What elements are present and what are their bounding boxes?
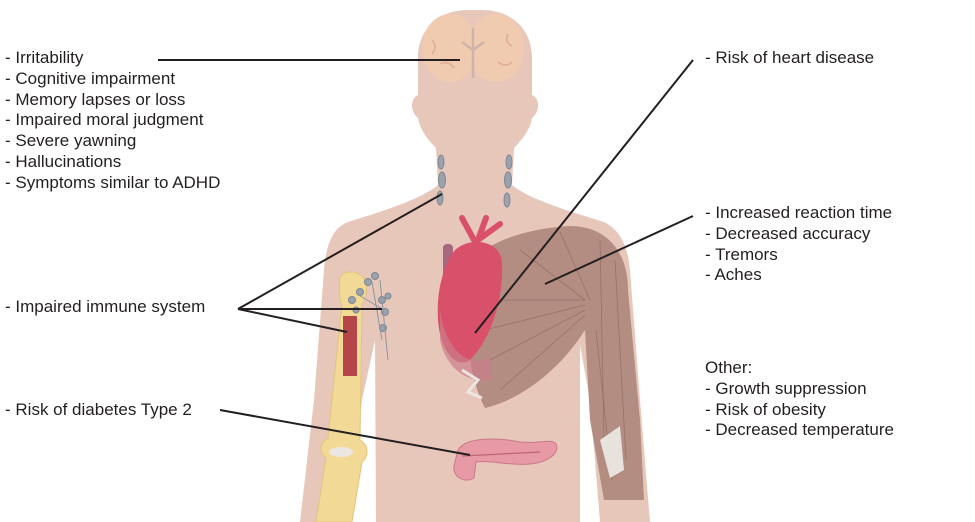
brain-effect-item: - Irritability xyxy=(5,48,84,67)
brain-effect-item: - Cognitive impairment xyxy=(5,68,176,88)
heart-illustration xyxy=(437,215,503,400)
neck-immune-leader-line xyxy=(237,193,443,310)
other-effects-label: Other: - Growth suppression - Risk of ob… xyxy=(705,358,894,441)
other-effect-item: - Decreased temperature xyxy=(705,420,894,440)
diabetes-effect-item: - Risk of diabetes Type 2 xyxy=(5,400,192,419)
heart-effect-item: - Risk of heart disease xyxy=(705,48,875,67)
other-effects-heading: Other: xyxy=(705,358,753,377)
brain-effects-label: - Irritability - Cognitive impairment - … xyxy=(5,48,220,194)
muscle-effect-item: - Increased reaction time xyxy=(705,203,893,222)
muscle-effect-item: - Aches xyxy=(705,265,762,285)
immune-effects-label: - Impaired immune system xyxy=(5,297,205,318)
brain-effect-item: - Impaired moral judgment xyxy=(5,110,204,130)
pancreas-leader-line xyxy=(219,409,471,456)
brain-effect-item: - Memory lapses or loss xyxy=(5,89,186,109)
diabetes-effects-label: - Risk of diabetes Type 2 xyxy=(5,400,192,421)
pancreas-illustration xyxy=(453,438,558,481)
brain-effect-item: - Symptoms similar to ADHD xyxy=(5,172,221,192)
other-effect-item: - Growth suppression xyxy=(705,378,867,398)
muscle-leader-line xyxy=(544,215,694,285)
leader-lines xyxy=(158,59,694,456)
other-effect-item: - Risk of obesity xyxy=(705,399,826,419)
heart-effects-label: - Risk of heart disease xyxy=(705,48,874,69)
muscle-illustration xyxy=(466,226,644,500)
muscle-effect-item: - Tremors xyxy=(705,244,778,264)
muscle-effects-label: - Increased reaction time - Decreased ac… xyxy=(705,203,892,286)
heart-leader-line xyxy=(474,59,694,334)
neck-lymph-nodes xyxy=(436,154,513,208)
marrow-immune-leader-line xyxy=(237,308,348,333)
brain-effect-item: - Severe yawning xyxy=(5,131,137,151)
immune-effect-item: - Impaired immune system xyxy=(5,297,206,316)
brain-effect-item: - Hallucinations xyxy=(5,151,122,171)
brain-illustration xyxy=(422,14,524,82)
muscle-effect-item: - Decreased accuracy xyxy=(705,223,871,243)
armpit-lymph-nodes xyxy=(348,272,392,361)
